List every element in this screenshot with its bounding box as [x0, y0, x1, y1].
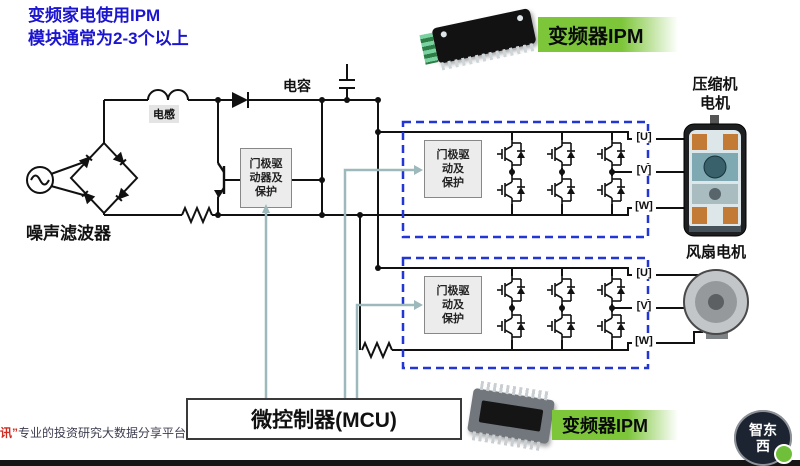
- inverter-ipm-label-top: 变频器IPM: [538, 17, 678, 52]
- chip-body: [467, 380, 555, 452]
- bottom-bar: [0, 460, 800, 466]
- site-logo: 智东西: [734, 410, 794, 466]
- phase-label-w-fan: [W]: [632, 335, 656, 347]
- bridge-rectifier-icon: [69, 141, 139, 215]
- mcu-signal-lines: [264, 168, 416, 398]
- fan-motor-label: 风扇电机: [686, 244, 747, 261]
- watermark: 讯”专业的投资研究大数据分享平台: [0, 424, 186, 441]
- ac-source-icon: [26, 166, 54, 194]
- chip-pins: [440, 42, 537, 71]
- gate-driver-box-fan: 门极驱 动及 保护: [424, 276, 482, 334]
- site-logo-badge: [774, 444, 794, 464]
- fan-motor-icon: [683, 269, 749, 339]
- wires: [50, 64, 703, 360]
- gate-driver-box-compressor: 门极驱 动及 保护: [424, 140, 482, 198]
- chip-connector: [419, 32, 439, 65]
- page-title: 变频家电使用IPM 模块通常为2-3个以上: [28, 6, 189, 48]
- pfc-transistor-icon: [214, 162, 226, 198]
- phase-label-u-fan: [U]: [632, 267, 656, 279]
- chip-hole: [440, 30, 448, 38]
- inverter-ipm-label-bottom: 变频器IPM: [552, 410, 679, 440]
- phase-label-v-fan: [V]: [632, 300, 656, 312]
- chip-hole: [516, 14, 524, 22]
- mcu-signal-arrows: [262, 165, 423, 310]
- phase-label-u-compressor: [U]: [632, 131, 656, 143]
- chip-pins: [479, 380, 551, 401]
- watermark-source: 讯”: [0, 426, 19, 440]
- chip-die: [478, 400, 544, 432]
- boost-diode-icon: [232, 92, 249, 108]
- watermark-text: 专业的投资研究大数据分享平台: [18, 426, 187, 440]
- noise-filter-label: 噪声滤波器: [26, 224, 111, 243]
- inductor-label: 电感: [149, 105, 179, 123]
- inverter-module-box-fan: [401, 256, 650, 370]
- chip-pins: [471, 431, 543, 452]
- compressor-motor-icon: [683, 115, 747, 237]
- compressor-motor-label: 压缩机 电机: [692, 76, 738, 112]
- gate-driver-box-main: 门极驱 动器及 保护: [240, 148, 292, 208]
- capacitor-label: 电容: [283, 78, 311, 94]
- junction-dots: [215, 97, 615, 311]
- mcu-label: 微控制器(MCU): [251, 409, 397, 432]
- mcu-box: 微控制器(MCU): [186, 398, 462, 440]
- ipm-module-photo-bottom: [462, 380, 562, 456]
- ipm-module-photo-top: [419, 7, 550, 80]
- chip-body: [419, 7, 537, 71]
- phase-label-w-compressor: [W]: [632, 200, 656, 212]
- phase-label-v-compressor: [V]: [632, 164, 656, 176]
- inverter-module-box-compressor: [401, 120, 650, 239]
- site-logo-text: 智东西: [749, 421, 777, 454]
